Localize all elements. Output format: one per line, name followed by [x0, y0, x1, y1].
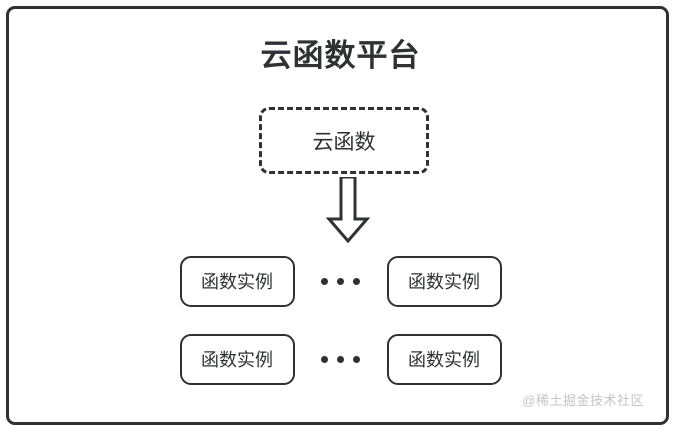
- cloud-function-platform-frame: 云函数平台 云函数 函数实例 函数实例 函数实例: [6, 6, 669, 425]
- function-instance-box: 函数实例: [179, 255, 295, 307]
- ellipsis-indicator: [295, 277, 387, 285]
- instance-row: 函数实例 函数实例: [9, 255, 672, 307]
- function-instance-box: 函数实例: [386, 255, 502, 307]
- function-instance-box: 函数实例: [179, 333, 295, 385]
- instance-row: 函数实例 函数实例: [9, 333, 672, 385]
- function-instance-box: 函数实例: [386, 333, 502, 385]
- watermark: @稀土掘金技术社区: [522, 393, 644, 408]
- function-instance-label: 函数实例: [408, 272, 480, 292]
- down-arrow-icon: [322, 175, 374, 244]
- function-instance-label: 函数实例: [201, 272, 273, 292]
- ellipsis-dot: [337, 277, 344, 285]
- cloud-function-node: 云函数: [259, 107, 429, 174]
- ellipsis-dot: [321, 277, 328, 285]
- ellipsis-dot: [353, 355, 360, 363]
- ellipsis-dot: [353, 277, 360, 285]
- cloud-function-label: 云函数: [312, 130, 376, 154]
- page-title: 云函数平台: [260, 38, 421, 73]
- function-instance-label: 函数实例: [408, 350, 480, 370]
- ellipsis-dot: [321, 355, 328, 363]
- function-instance-label: 函数实例: [201, 350, 273, 370]
- ellipsis-indicator: [295, 355, 387, 363]
- ellipsis-dot: [337, 355, 344, 363]
